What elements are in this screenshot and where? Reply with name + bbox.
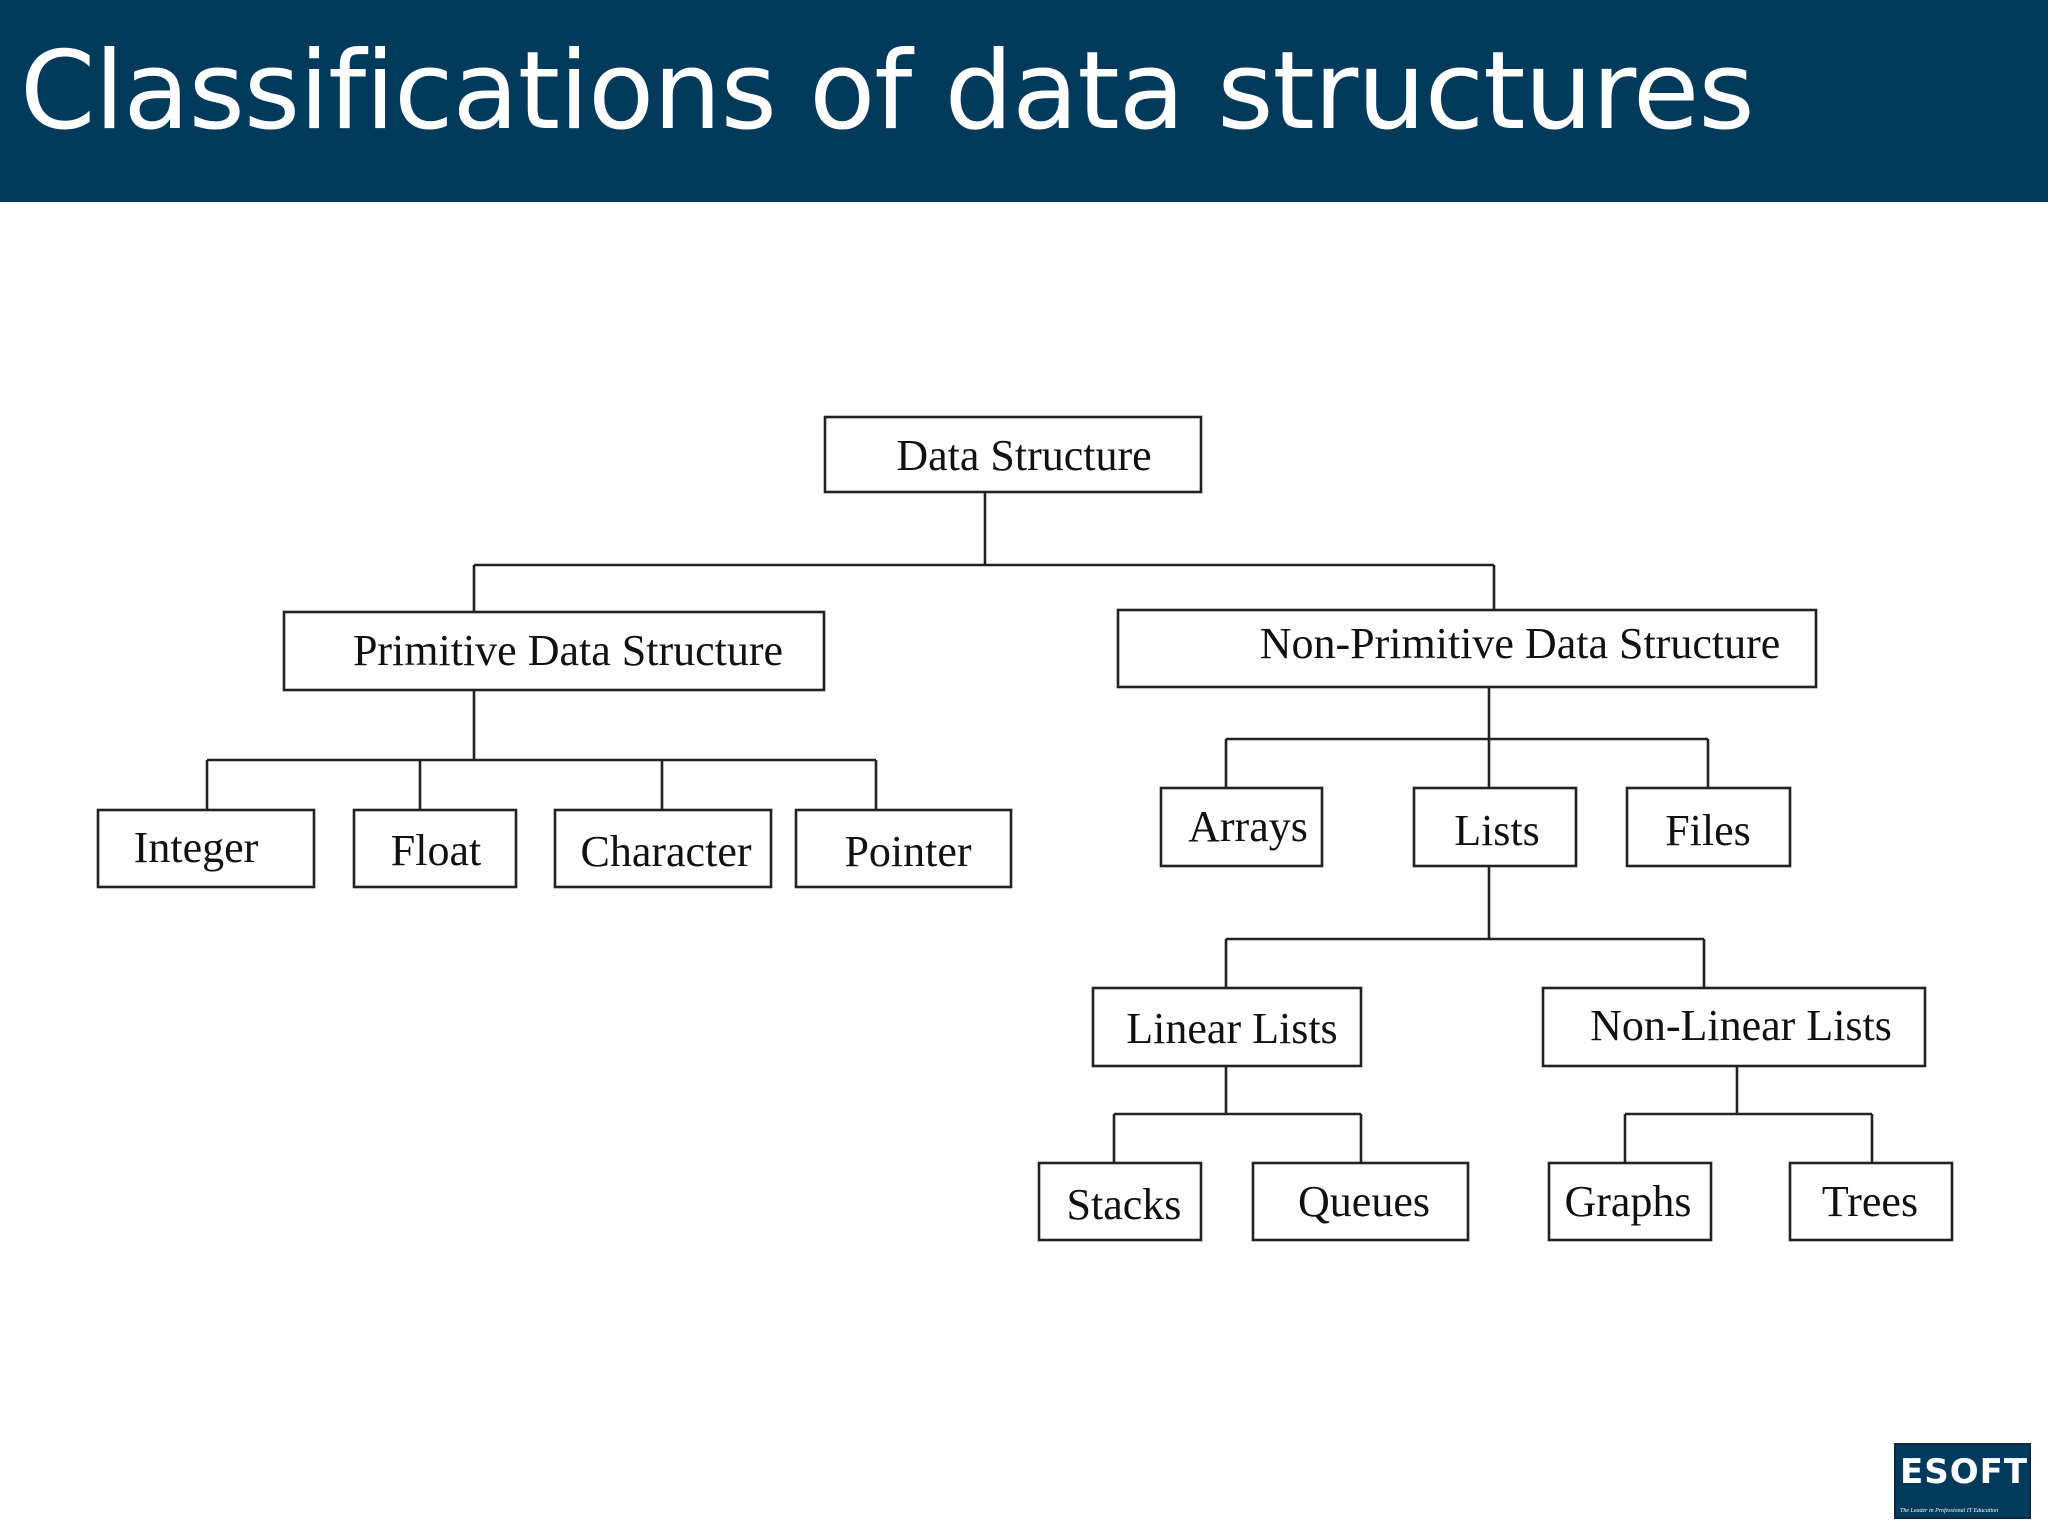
node-stacks-label: Stacks [1067, 1180, 1182, 1229]
connector-non-linear-lists [1623, 1066, 1874, 1163]
node-float-label: Float [391, 826, 481, 875]
node-linear-lists-label: Linear Lists [1126, 1004, 1337, 1053]
node-pointer-label: Pointer [844, 827, 971, 876]
node-trees-label: Trees [1822, 1177, 1918, 1226]
node-non-primitive: Non-Primitive Data Structure [1116, 608, 1818, 689]
node-integer: Integer [96, 808, 316, 889]
node-non-linear-lists: Non-Linear Lists [1541, 986, 1927, 1068]
title-bar: Classifications of data structures [0, 0, 2048, 202]
node-files-label: Files [1665, 806, 1751, 855]
node-data-structure: Data Structure [823, 415, 1203, 494]
node-arrays-label: Arrays [1188, 802, 1308, 851]
node-linear-lists: Linear Lists [1091, 986, 1363, 1068]
slide-title: Classifications of data structures [20, 29, 1755, 154]
node-non-primitive-label: Non-Primitive Data Structure [1260, 619, 1781, 668]
node-character-label: Character [581, 827, 752, 876]
connector-primitive [205, 690, 878, 810]
node-trees: Trees [1788, 1161, 1954, 1242]
node-lists-label: Lists [1454, 806, 1540, 855]
node-files: Files [1625, 786, 1792, 868]
node-data-structure-label: Data Structure [896, 431, 1151, 480]
node-integer-label: Integer [134, 823, 259, 872]
node-character: Character [553, 808, 773, 889]
connector-lists [1224, 866, 1706, 988]
node-primitive: Primitive Data Structure [282, 610, 826, 692]
node-stacks: Stacks [1037, 1161, 1203, 1242]
node-float: Float [352, 808, 518, 889]
logo-tagline: The Leader in Professional IT Education [1900, 1508, 1999, 1514]
connector-linear-lists [1112, 1066, 1363, 1163]
connector-non-primitive [1224, 687, 1710, 788]
esoft-logo: ESOFT The Leader in Professional IT Educ… [1894, 1443, 2031, 1519]
connector-lines [205, 492, 1874, 1163]
node-non-linear-lists-label: Non-Linear Lists [1590, 1001, 1892, 1050]
node-lists: Lists [1412, 786, 1578, 868]
connector-root [472, 492, 1496, 612]
node-graphs: Graphs [1547, 1161, 1713, 1242]
node-pointer: Pointer [794, 808, 1013, 889]
logo-text: ESOFT [1900, 1452, 2029, 1492]
node-graphs-label: Graphs [1564, 1177, 1691, 1226]
node-primitive-label: Primitive Data Structure [353, 626, 783, 675]
node-arrays: Arrays [1159, 786, 1324, 868]
node-queues-label: Queues [1298, 1177, 1430, 1226]
node-queues: Queues [1251, 1161, 1470, 1242]
